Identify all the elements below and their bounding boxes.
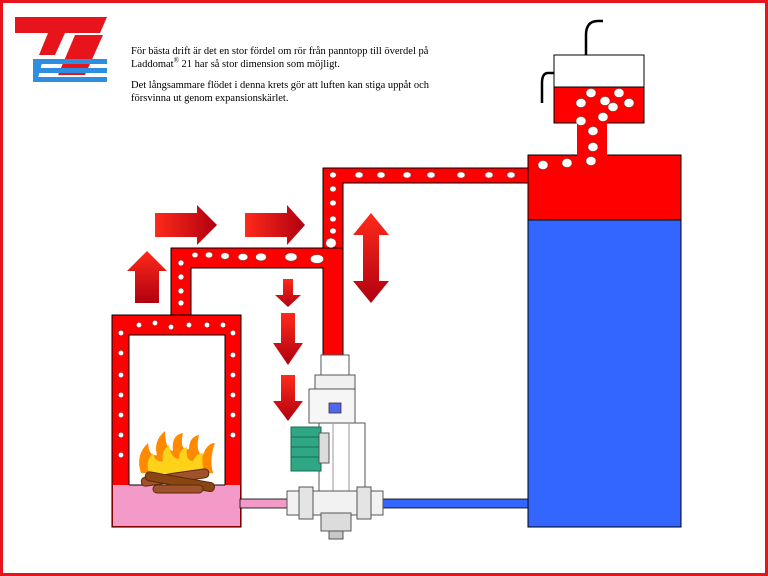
- air-bubble: [506, 171, 516, 179]
- air-bubble: [177, 299, 185, 307]
- air-bubble: [191, 252, 199, 258]
- air-bubble: [310, 254, 324, 264]
- air-bubbles: [118, 88, 635, 458]
- air-bubble: [230, 330, 236, 336]
- air-bubble: [220, 322, 226, 328]
- air-bubble: [354, 171, 364, 179]
- description-paragraph-2: Det långsammare flödet i denna krets gör…: [131, 80, 429, 104]
- air-bubble: [118, 412, 124, 418]
- air-bubble: [597, 112, 609, 122]
- air-bubble: [376, 171, 386, 179]
- air-bubble: [237, 253, 249, 261]
- air-bubble: [623, 98, 635, 108]
- air-bubble: [537, 160, 549, 170]
- air-bubble: [484, 171, 494, 179]
- air-bubble: [205, 251, 213, 259]
- flow-arrows: [127, 205, 389, 421]
- description-paragraph-1: För bästa drift är det en stor fördel om…: [131, 46, 429, 70]
- air-bubble: [230, 412, 236, 418]
- air-bubble: [561, 158, 573, 168]
- air-bubble: [255, 252, 267, 262]
- circulation-pump: [290, 426, 330, 472]
- tank-top-pipe: [322, 167, 529, 249]
- fire-icon: [139, 431, 216, 494]
- boiler: [111, 314, 242, 528]
- arrow-down-icon: [275, 279, 301, 307]
- air-bubble: [329, 185, 337, 193]
- air-bubble: [118, 330, 124, 336]
- accumulator-tank: [527, 154, 682, 528]
- arrow-right-icon: [245, 205, 305, 245]
- air-bubble: [329, 215, 337, 223]
- arrow-up-down-icon: [353, 213, 389, 303]
- expansion-vessel: [540, 19, 645, 157]
- air-bubble: [587, 142, 599, 152]
- air-bubble: [426, 171, 436, 179]
- air-bubble: [607, 102, 619, 112]
- air-bubble: [152, 320, 158, 326]
- tank-return-pipe: [378, 498, 529, 509]
- air-bubble: [118, 372, 124, 378]
- air-bubble: [284, 252, 298, 262]
- air-bubble: [230, 352, 236, 358]
- air-bubble: [575, 116, 587, 126]
- arrow-right-icon: [155, 205, 217, 245]
- air-bubble: [585, 88, 597, 98]
- arrow-up-icon: [127, 251, 167, 303]
- air-bubble: [587, 126, 599, 136]
- air-bubble: [230, 372, 236, 378]
- air-bubble: [220, 252, 230, 260]
- air-bubble: [456, 171, 466, 179]
- air-bubble: [329, 199, 337, 207]
- air-bubble: [177, 259, 185, 267]
- air-bubble: [402, 171, 412, 179]
- heating-circuit-diagram: [15, 17, 682, 540]
- air-bubble: [118, 392, 124, 398]
- air-bubble: [118, 432, 124, 438]
- air-bubble: [230, 392, 236, 398]
- arrow-down-icon: [273, 313, 303, 365]
- air-bubble: [177, 287, 185, 295]
- air-bubble: [613, 88, 625, 98]
- air-bubble: [329, 227, 337, 235]
- arrow-down-icon: [273, 375, 303, 421]
- air-bubble: [204, 322, 210, 328]
- laddomat-valve: [286, 354, 384, 540]
- air-bubble: [325, 237, 337, 249]
- air-bubble: [118, 452, 124, 458]
- company-logo: [15, 17, 107, 82]
- air-bubble: [329, 171, 337, 179]
- air-bubble: [575, 98, 587, 108]
- air-bubble: [168, 324, 174, 330]
- air-bubble: [186, 322, 192, 328]
- air-bubble: [599, 96, 611, 106]
- air-bubble: [136, 322, 142, 328]
- air-bubble: [230, 432, 236, 438]
- air-bubble: [177, 273, 185, 281]
- air-bubble: [118, 350, 124, 356]
- boiler-return-pipe: [239, 498, 289, 509]
- air-bubble: [585, 156, 597, 166]
